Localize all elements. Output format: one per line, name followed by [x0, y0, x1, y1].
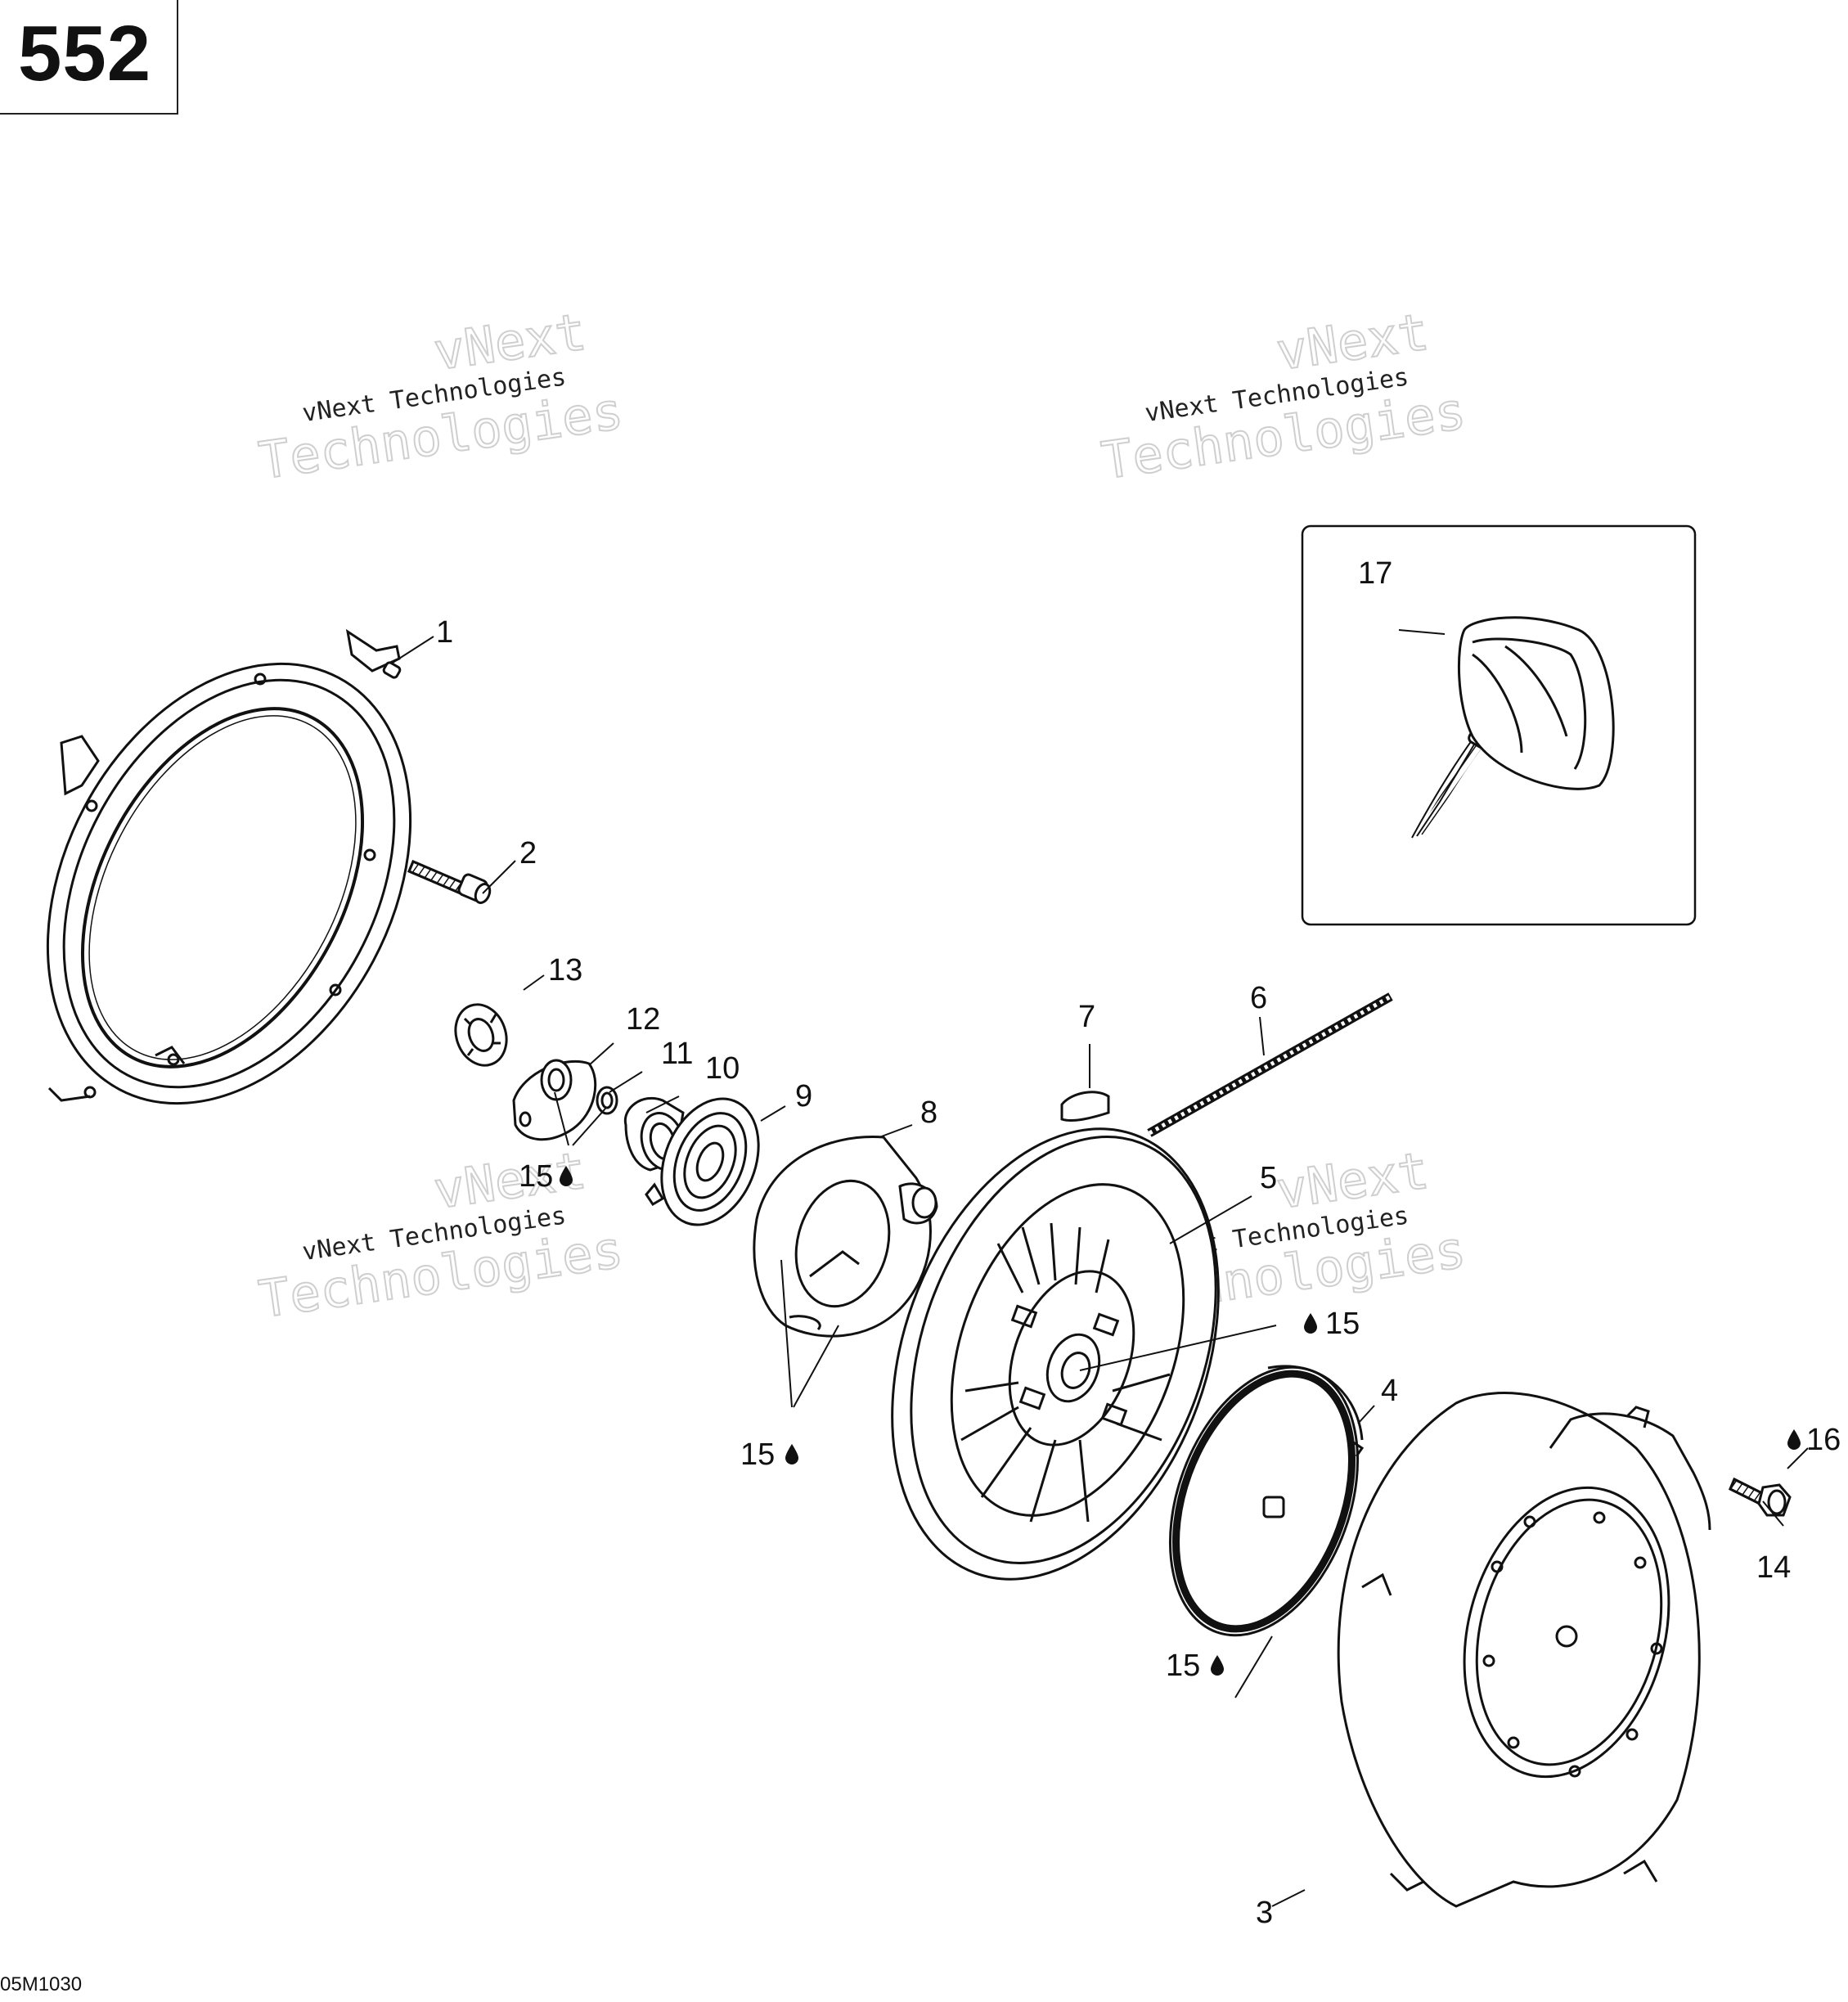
callouts: 1 2 13 12 11 10 9 8 7 6 5 4 3 14 17 15 1… [436, 556, 1841, 1930]
oil-drop-icon [1304, 1313, 1317, 1334]
figure-code: 05M1030 [0, 1973, 83, 1995]
pawl-part-7 [1060, 1091, 1110, 1122]
callout-8: 8 [920, 1095, 937, 1130]
handle-part-17 [1411, 616, 1615, 839]
callout-7: 7 [1078, 1000, 1095, 1034]
callout-3: 3 [1256, 1896, 1273, 1930]
brake-plate-part-8 [753, 1136, 938, 1338]
washer-part-11 [596, 1086, 618, 1115]
lock-washer-part-13 [454, 1003, 508, 1067]
oil-drop-icon [1211, 1655, 1224, 1676]
spring-part-4 [1168, 1365, 1365, 1637]
ring-housing-part-1 [46, 628, 412, 1105]
inset-box [1301, 524, 1697, 926]
oil-drop-icon [1787, 1429, 1801, 1450]
oil-drop-icon [785, 1444, 798, 1464]
callout-10: 10 [705, 1051, 740, 1086]
bolt-part-14 [1729, 1477, 1792, 1517]
watermark-mid-left: vNext vNext Technologies Technologies [254, 1140, 627, 1330]
callout-1: 1 [436, 615, 453, 650]
screw-part-2 [407, 860, 492, 904]
callout-9: 9 [795, 1079, 812, 1113]
callout-15-d: 15 [1166, 1649, 1200, 1683]
sheave-part-5 [891, 1127, 1220, 1581]
callout-6: 6 [1250, 981, 1267, 1015]
callout-5: 5 [1260, 1161, 1277, 1195]
callout-13: 13 [548, 953, 582, 988]
callout-15-b: 15 [1325, 1307, 1360, 1341]
watermark-top-right: vNext vNext Technologies Technologies [1097, 301, 1470, 492]
plate-part-12 [512, 1059, 597, 1141]
callout-15-a: 15 [519, 1159, 553, 1194]
callout-4: 4 [1381, 1374, 1398, 1408]
pawl-assembly-part-9 [645, 1097, 760, 1226]
callout-12: 12 [626, 1002, 660, 1037]
watermark-top-left: vNext vNext Technologies Technologies [254, 301, 627, 492]
callout-11: 11 [661, 1037, 693, 1071]
page-number-box: 552 [0, 0, 178, 115]
leader-lines [392, 629, 1809, 1907]
starter-housing-part-3 [1337, 1392, 1711, 1908]
callout-16: 16 [1806, 1423, 1841, 1457]
callout-2: 2 [519, 836, 537, 871]
rope-part-6 [1147, 992, 1393, 1137]
callout-17: 17 [1358, 556, 1392, 591]
callout-14: 14 [1756, 1550, 1791, 1585]
page-number: 552 [18, 10, 152, 97]
callout-15-c: 15 [740, 1437, 775, 1472]
